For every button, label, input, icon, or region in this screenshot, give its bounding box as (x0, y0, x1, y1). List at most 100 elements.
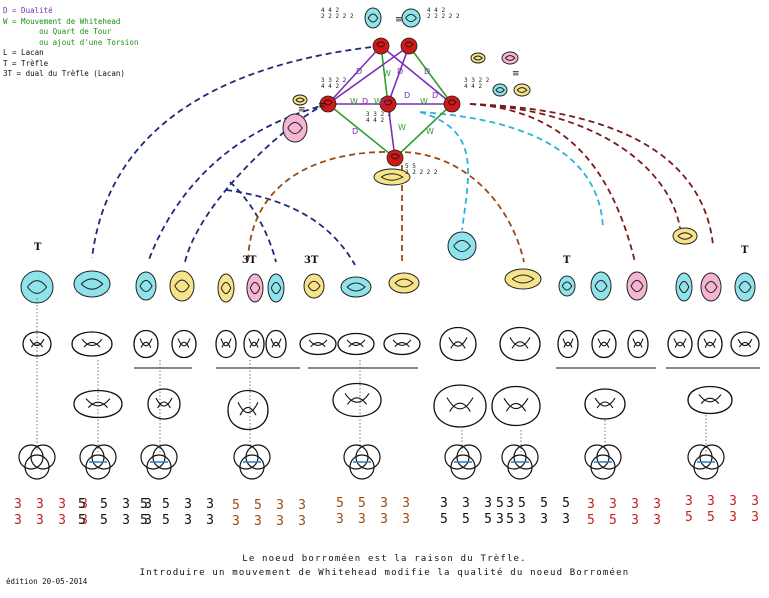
knot-figure-strand (346, 282, 366, 292)
knot-figure (303, 273, 325, 299)
knot-drawing-strand (594, 397, 616, 409)
knot-drawing-strand (698, 394, 722, 404)
graph-knot (513, 83, 531, 97)
knot-drawing (73, 389, 123, 419)
number-line: 5 5 3 3 (78, 497, 156, 512)
knot-figure-strand (630, 279, 644, 293)
graph-node (379, 95, 397, 113)
graph-node-knot (404, 41, 414, 48)
equivalence-sign: ≡ (298, 105, 306, 115)
knot-drawing-strand (597, 338, 611, 348)
knot-drawing (730, 331, 760, 357)
graph-node (386, 149, 404, 167)
legend-dualite: D = Dualité (3, 6, 53, 15)
dashed-connector (225, 189, 356, 266)
tiny-label: 5 5 2 2 2 2 2 (405, 163, 438, 176)
connector-curves (91, 45, 714, 266)
number-block: 5 5 3 3 3 3 3 3 (232, 498, 309, 530)
number-block: 3 3 3 3 3 3 3 3 (14, 497, 91, 529)
edge-label: W (350, 97, 358, 106)
tiny-label: 3 3 2 2 4 4 2 (321, 77, 347, 90)
dashed-connector (419, 111, 469, 231)
knot-figure-strand (174, 279, 190, 293)
graph-knot (373, 168, 411, 186)
knot-drawing-strand (270, 338, 282, 348)
borromean-ring (349, 454, 375, 480)
knot-drawing-strand (220, 338, 232, 348)
number-line: 5 5 3 3 (685, 510, 763, 525)
dashed-connector (469, 103, 636, 263)
number-line: 3 3 3 3 (14, 497, 92, 512)
number-block: 3 3 3 3 5 5 3 3 (685, 494, 762, 526)
number-block: 3 3 3 3 5 5 3 3 (587, 497, 664, 529)
graph-node-knot (390, 153, 400, 160)
borromean-ring (85, 454, 111, 480)
graph-knot-strand (473, 55, 483, 61)
knot-drawing (171, 329, 197, 359)
number-line: 3 3 3 3 (587, 497, 665, 512)
caption-line-1: Le noeud borroméen est la raison du Trèf… (242, 554, 527, 564)
knot-drawing-strand (509, 337, 531, 349)
label-dual-trefle: 3T (242, 255, 257, 266)
knot-figure-strand (594, 279, 608, 293)
graph-edge (327, 45, 410, 105)
knot-figure-strand (307, 280, 321, 292)
knot-figure (246, 273, 264, 303)
knot-drawing-strand (392, 339, 412, 348)
number-line: 3 3 3 3 (440, 496, 518, 511)
knot-drawing (22, 331, 52, 357)
graph-node-knot (376, 41, 386, 48)
knot-figure-strand (677, 232, 693, 240)
graph-node (372, 37, 390, 55)
knot-drawing (133, 329, 159, 359)
graph-edge (394, 103, 453, 159)
borromean-ring (24, 454, 50, 480)
knot-drawing-strand (81, 338, 103, 348)
legend-torsion: ou ajout d'une Torsion (3, 37, 139, 47)
legend-lacan: L = Lacan (3, 48, 44, 57)
graph-node-knot (447, 99, 457, 106)
graph-knot (470, 52, 486, 64)
dashed-connector (247, 151, 396, 263)
graph-knot-strand (295, 97, 305, 103)
number-line: 5 5 5 5 (496, 496, 574, 511)
graph-knot-strand (504, 55, 516, 61)
graph-node-knot (323, 99, 333, 106)
knot-drawing (584, 388, 626, 420)
knot-drawing (227, 389, 269, 431)
knot-drawing-strand (562, 338, 574, 348)
edge-label: D (356, 67, 362, 76)
edge-label: D (404, 91, 410, 100)
caption-line-2: Introduire un mouvement de Whitehead mod… (139, 568, 630, 578)
graph-node-knot (383, 99, 393, 106)
graph-knot (292, 94, 308, 106)
knot-figure (626, 271, 648, 301)
knot-figures (20, 227, 760, 452)
borromean-ring (590, 454, 616, 480)
knot-figure-strand (678, 280, 690, 294)
edge-label: D (424, 67, 430, 76)
dashed-connector (147, 103, 329, 263)
knot-drawing (697, 329, 723, 359)
graph-node (400, 37, 418, 55)
knot-drawing (147, 388, 181, 420)
graph-knot-strand (495, 87, 505, 93)
tiny-label: 4 4 2 2 2 2 2 2 (321, 7, 354, 20)
dashed-connector (91, 45, 382, 259)
edge-label: W (426, 127, 434, 136)
knot-figure-strand (139, 279, 153, 293)
number-line: 5 5 5 5 (440, 512, 518, 527)
knot-drawing (265, 329, 287, 359)
legend-whitehead: W = Mouvement de Whitehead (3, 16, 121, 26)
knot-figure (217, 273, 235, 303)
tiny-label: 3 3 2 2 4 4 2 (366, 111, 392, 124)
knot-drawing-strand (673, 338, 687, 348)
knot-figure (388, 272, 420, 294)
knot-figure (700, 272, 722, 302)
knot-figure-strand (704, 280, 718, 294)
graph-knot-strand (367, 13, 379, 23)
knot-drawing (491, 385, 541, 427)
knot-figure (504, 268, 542, 290)
knot-drawing (215, 329, 237, 359)
equivalence-sign: ≡ (318, 101, 326, 111)
